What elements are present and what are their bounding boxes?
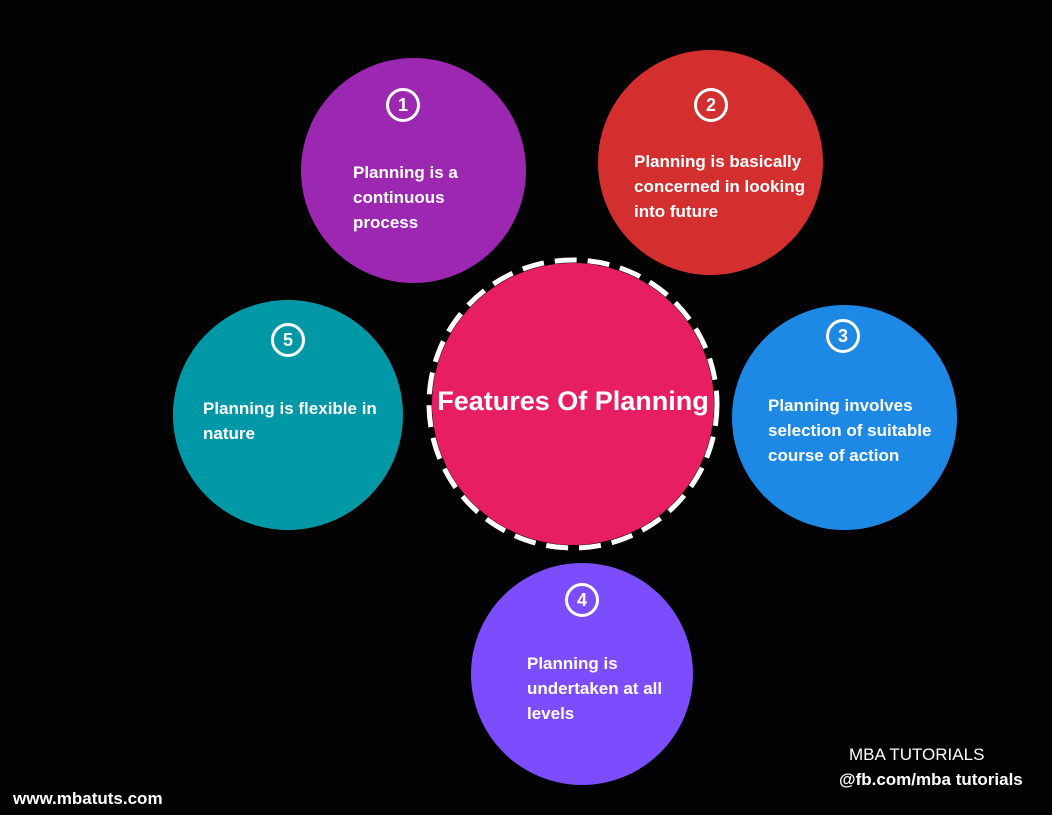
center-title: Features Of Planning — [437, 386, 709, 416]
feature-text-4: Planning is undertaken at all levels — [527, 654, 663, 723]
feature-number-5: 5 — [271, 323, 305, 357]
feature-number-2: 2 — [694, 88, 728, 122]
feature-text-1: Planning is a continuous process — [353, 163, 458, 232]
feature-text-5: Planning is flexible in nature — [203, 399, 377, 443]
center-circle — [432, 263, 714, 545]
feature-text-3: Planning involves selection of suitable … — [768, 396, 932, 465]
feature-number-3: 3 — [826, 319, 860, 353]
facebook-handle: @fb.com/mba tutorials — [839, 770, 1023, 789]
feature-circle-2 — [598, 50, 823, 275]
website-url: www.mbatuts.com — [13, 789, 163, 808]
feature-number-1: 1 — [386, 88, 420, 122]
brand-name: MBA TUTORIALS — [849, 745, 985, 764]
feature-text-2: Planning is basically concerned in looki… — [634, 152, 805, 221]
feature-number-4: 4 — [565, 583, 599, 617]
